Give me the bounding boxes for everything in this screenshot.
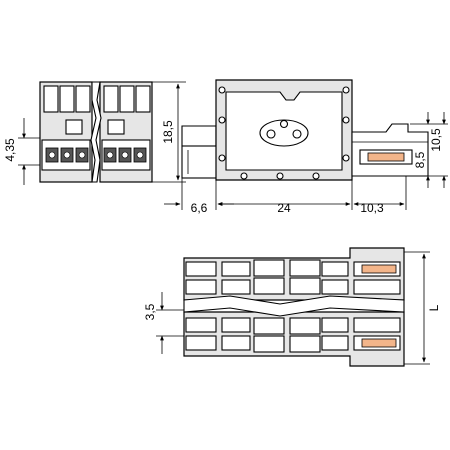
front-view: 4,35 18,5: [3, 81, 186, 185]
side-view-rivets: [218, 86, 350, 180]
front-upper-slots: [43, 85, 151, 135]
dim-label-6-6: 6,6: [191, 201, 208, 215]
dimension-front-height: 18,5: [152, 81, 186, 183]
side-view: 6,6 24 10,3 8,5 10,5: [164, 79, 448, 215]
dim-label-10-3: 10,3: [360, 201, 384, 215]
dim-label-L: L: [427, 304, 441, 311]
coding-feature: [259, 119, 309, 147]
dimension-side-horizontal: 6,6 24 10,3: [164, 176, 407, 215]
dimension-side-vertical: 8,5 10,5: [410, 112, 448, 188]
dimension-front-pitch: 4,35: [3, 118, 40, 185]
top-view-release-tabs: [353, 261, 401, 351]
dim-label-18-5: 18,5: [161, 120, 175, 144]
top-view: 3,5 L: [143, 247, 441, 367]
front-mating-face: [41, 139, 151, 171]
top-view-poles: [185, 259, 349, 353]
dimension-top-pitch: 3,5: [143, 292, 184, 354]
dim-label-4-35: 4,35: [3, 138, 17, 162]
dim-label-8-5: 8,5: [413, 151, 427, 168]
dimension-top-length: L: [404, 251, 441, 365]
dim-label-3-5: 3,5: [143, 303, 157, 320]
dim-label-10-5: 10,5: [429, 128, 443, 152]
dim-label-24: 24: [277, 201, 291, 215]
